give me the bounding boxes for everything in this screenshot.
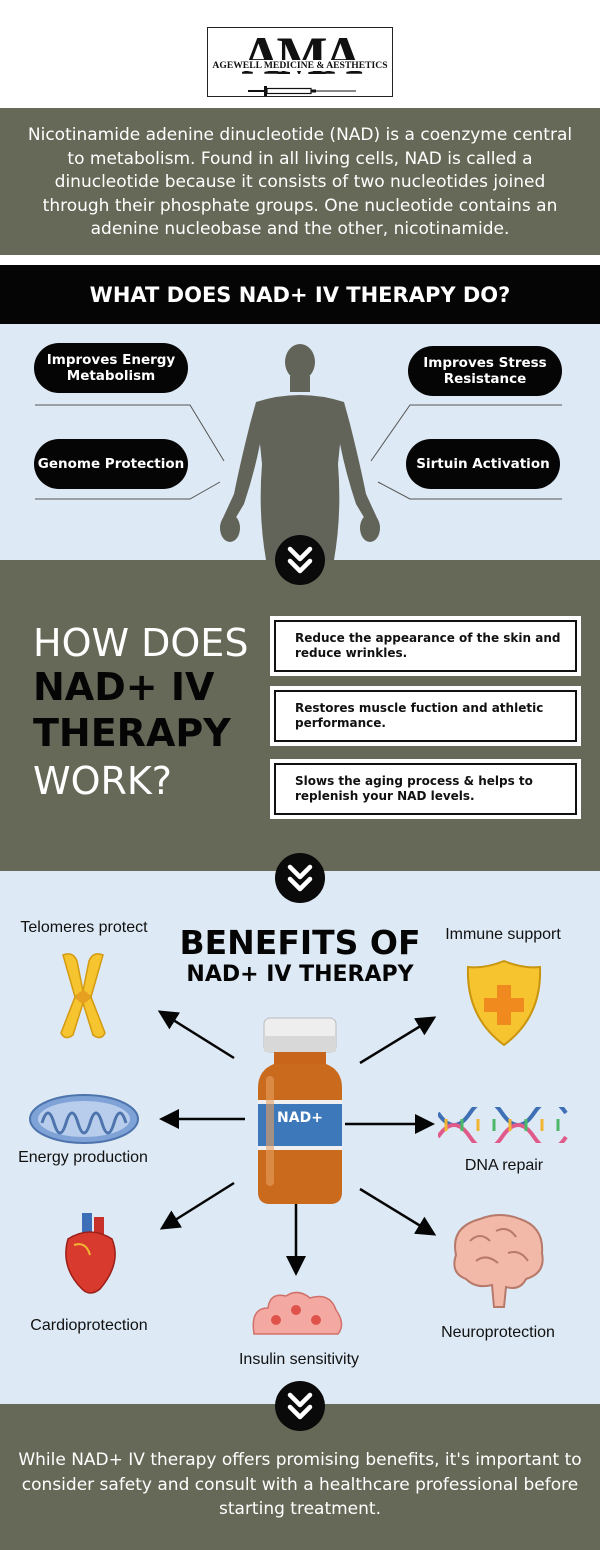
pill-energy-metabolism: Improves Energy Metabolism xyxy=(34,343,188,393)
benefit-dna-label: DNA repair xyxy=(464,1157,544,1174)
syringe-icon xyxy=(248,86,356,96)
how-point-box: Slows the aging process & helps to reple… xyxy=(270,759,581,819)
what-section: Improves Energy Metabolism Improves Stre… xyxy=(0,324,600,560)
benefit-insulin-label: Insulin sensitivity xyxy=(238,1351,360,1368)
shield-icon xyxy=(466,959,542,1047)
how-heading-line1: HOW DOES xyxy=(33,621,249,665)
how-section: HOW DOES NAD+ IV THERAPY WORK? Reduce th… xyxy=(0,560,600,871)
how-point-text: Slows the aging process & helps to reple… xyxy=(274,763,577,815)
how-point-text: Restores muscle fuction and athletic per… xyxy=(274,690,577,742)
benefit-neuro-label: Neuroprotection xyxy=(441,1324,555,1341)
chevron-down-icon xyxy=(275,535,325,585)
footer-text: While NAD+ IV therapy offers promising b… xyxy=(18,1450,582,1519)
pill-genome-protection: Genome Protection xyxy=(34,439,188,489)
pill-sirtuin-activation: Sirtuin Activation xyxy=(406,439,560,489)
brain-icon xyxy=(453,1214,544,1308)
chevron-down-icon xyxy=(275,1381,325,1431)
how-heading-line3: THERAPY xyxy=(33,711,231,755)
pancreas-icon xyxy=(252,1291,343,1335)
dna-icon xyxy=(438,1107,568,1143)
nad-vial-icon xyxy=(258,1017,342,1204)
intro-text: Nicotinamide adenine dinucleotide (NAD) … xyxy=(27,125,573,239)
brand-logo: AMA AGEWELL MEDICINE & AESTHETICS xyxy=(207,27,393,97)
chromosome-icon xyxy=(60,953,106,1039)
benefit-immune-label: Immune support xyxy=(445,926,561,943)
intro-section: Nicotinamide adenine dinucleotide (NAD) … xyxy=(0,108,600,255)
what-heading: WHAT DOES NAD+ IV THERAPY DO? xyxy=(0,265,600,324)
benefits-title-line1: BENEFITS OF xyxy=(179,923,421,962)
pill-stress-resistance: Improves Stress Resistance xyxy=(408,346,562,396)
vial-label: NAD+ xyxy=(277,1110,323,1126)
benefit-cardio-label: Cardioprotection xyxy=(30,1317,148,1334)
how-point-box: Reduce the appearance of the skin and re… xyxy=(270,616,581,676)
logo-name: AGEWELL MEDICINE & AESTHETICS xyxy=(212,60,388,71)
benefits-section: BENEFITS OF NAD+ IV THERAPY NAD+ Telomer… xyxy=(0,871,600,1404)
logo-letters: AMA xyxy=(241,26,363,86)
how-heading-line2: NAD+ IV xyxy=(33,665,215,709)
benefit-arrows xyxy=(157,1010,437,1276)
benefit-energy-label: Energy production xyxy=(18,1149,148,1166)
how-heading-line4: WORK? xyxy=(33,759,172,803)
benefits-title-line2: NAD+ IV THERAPY xyxy=(186,962,414,987)
mitochondria-icon xyxy=(29,1094,139,1144)
how-point-box: Restores muscle fuction and athletic per… xyxy=(270,686,581,746)
human-body-icon xyxy=(220,344,380,560)
connector-lines xyxy=(35,404,562,500)
how-point-text: Reduce the appearance of the skin and re… xyxy=(274,620,577,672)
chevron-down-icon xyxy=(275,853,325,903)
benefit-telomeres-label: Telomeres protect xyxy=(20,919,148,936)
heart-icon xyxy=(65,1213,116,1294)
